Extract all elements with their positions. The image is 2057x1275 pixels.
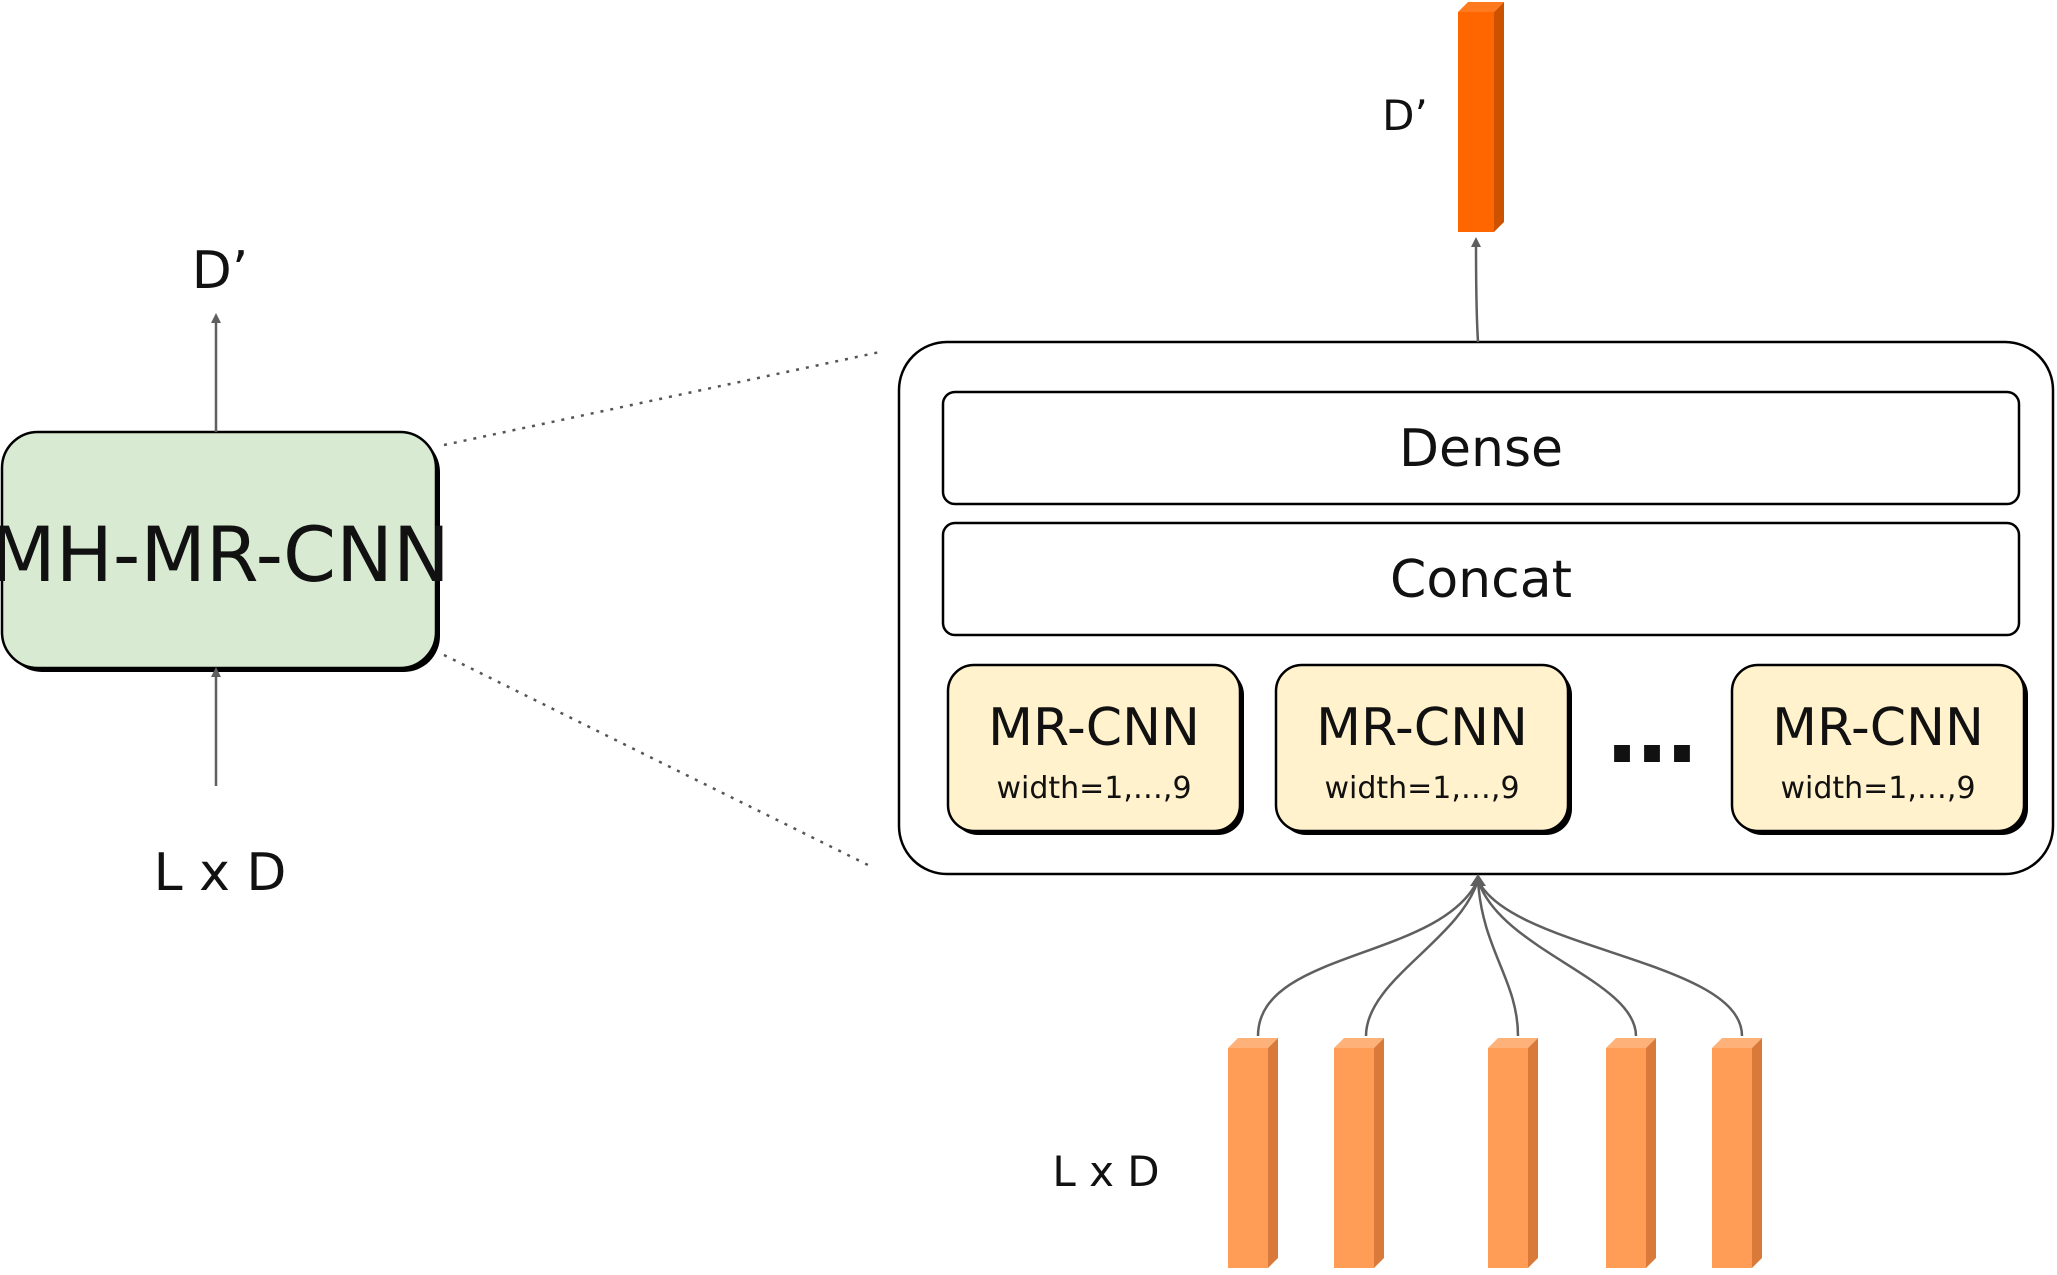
- left-output-label: D’: [192, 241, 249, 301]
- zoom-line-bottom: [443, 653, 871, 868]
- input-tensor: [1228, 1038, 1278, 1268]
- input-tensor: [1334, 1038, 1384, 1268]
- zoom-line-top: [443, 350, 881, 447]
- mr-cnn-head: MR-CNN width=1,…,9: [1730, 663, 2028, 835]
- dense-layer: Dense: [941, 390, 2021, 506]
- dense-label: Dense: [1399, 419, 1563, 479]
- input-connection-curve: [1476, 879, 1744, 1037]
- mh-mr-cnn-label: MH-MR-CNN: [0, 510, 450, 599]
- ellipsis: …: [1607, 679, 1697, 784]
- detail-output-arrow: [1471, 237, 1482, 343]
- mr-cnn-width-label: width=1,…,9: [1324, 771, 1519, 806]
- input-arrowhead: [1470, 874, 1486, 886]
- input-tensor: [1488, 1038, 1538, 1268]
- mr-cnn-label: MR-CNN: [988, 698, 1200, 758]
- output-tensor: [1458, 2, 1504, 232]
- left-input-label: L x D: [154, 843, 287, 903]
- concat-layer: Concat: [941, 521, 2021, 637]
- input-connection-curve: [1476, 879, 1520, 1037]
- input-tensor: [1606, 1038, 1656, 1268]
- mr-cnn-head: MR-CNN width=1,…,9: [1274, 663, 1572, 835]
- input-connection-curve: [1476, 879, 1638, 1037]
- mr-cnn-head: MR-CNN width=1,…,9: [946, 663, 1244, 835]
- detail-output-label: D’: [1382, 91, 1428, 140]
- detail-input-label: L x D: [1052, 1147, 1159, 1196]
- input-connection-curve: [1256, 879, 1480, 1037]
- input-connection-curve: [1364, 879, 1480, 1037]
- mh-mr-cnn-block: MH-MR-CNN: [0, 430, 450, 672]
- mr-cnn-width-label: width=1,…,9: [996, 771, 1191, 806]
- input-tensor: [1712, 1038, 1762, 1268]
- mr-cnn-width-label: width=1,…,9: [1780, 771, 1975, 806]
- concat-label: Concat: [1390, 550, 1572, 610]
- input-connections: [1256, 879, 1744, 1037]
- mr-cnn-label: MR-CNN: [1772, 698, 1984, 758]
- mr-cnn-label: MR-CNN: [1316, 698, 1528, 758]
